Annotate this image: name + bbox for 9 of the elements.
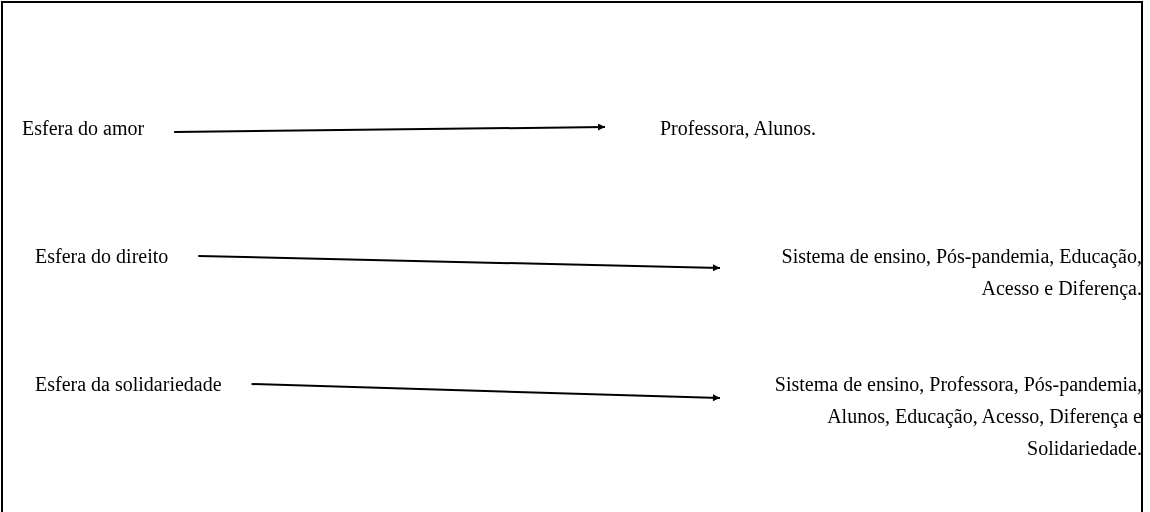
node-text: Sistema de ensino, Professora, Pós-pandemia, Alunos, Educação, Acesso, Diferença e Solidariedade. [742,368,1142,464]
arrow [197,255,721,272]
arrow [173,123,606,133]
node-text: Esfera do direito [35,240,169,272]
node-text: Professora, Alunos. [660,112,817,144]
arrow [250,383,721,402]
node-text: Esfera da solidariedade [35,368,222,400]
node-text: Sistema de ensino, Pós-pandemia, Educação, Acesso e Diferença. [742,240,1142,304]
node-text: Esfera do amor [22,112,145,144]
